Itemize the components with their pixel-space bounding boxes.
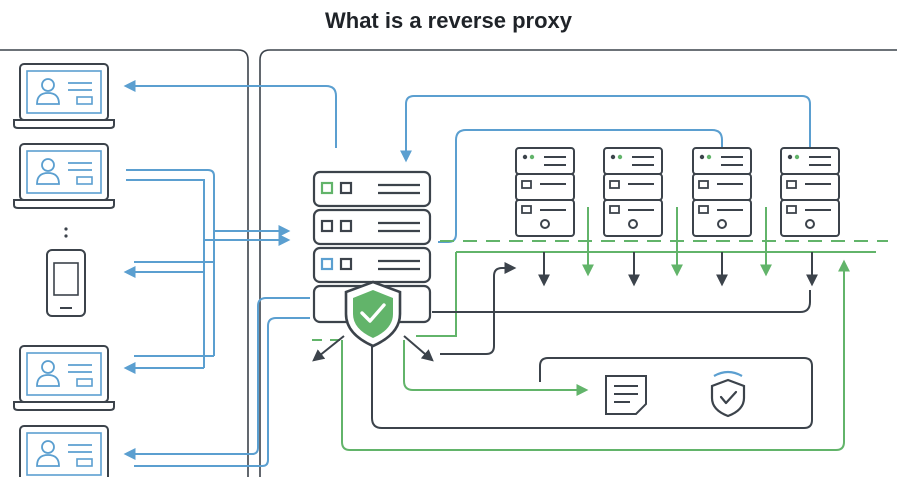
client-devices [13,63,115,477]
reverse-proxy-server [312,170,432,348]
frame-lines [0,49,897,477]
client-laptop [13,425,115,477]
backend-server [692,147,752,237]
health-check-lines [312,207,888,451]
backend-server [603,147,663,237]
client-traffic-arrows [123,80,811,467]
shield-check-icon [344,280,402,348]
backend-server [780,147,840,237]
ellipsis-icon [64,227,68,238]
server-unit-icon [312,208,432,246]
client-laptop [13,345,115,411]
client-laptop [13,63,115,129]
document-icon [605,375,647,415]
backend-traffic-lines [312,252,818,429]
client-laptop [13,143,115,209]
diagram-title: What is a reverse proxy [324,8,572,33]
server-unit-icon [312,170,432,208]
backend-server [515,147,575,237]
client-phone [46,249,86,317]
shield-check-icon [710,370,746,418]
